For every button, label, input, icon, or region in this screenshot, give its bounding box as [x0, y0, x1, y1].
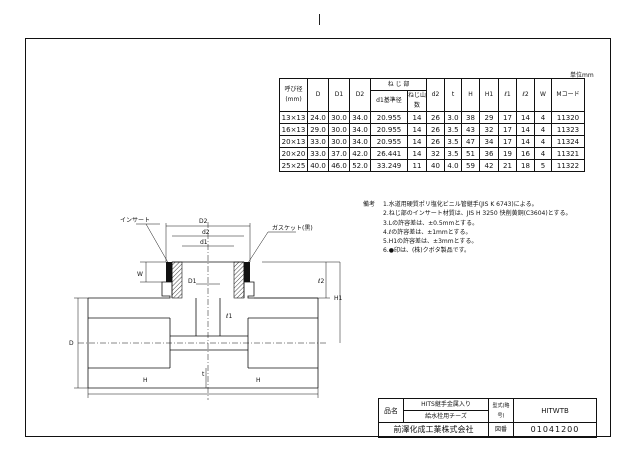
insert-label: インサート [120, 217, 150, 224]
table-cell: 11 [407, 159, 427, 172]
table-row: 20×13 33.0 30.0 34.0 20.955 14 26 3.5 47… [279, 135, 585, 148]
body-outline-left-top [88, 281, 172, 299]
title-block: 品名 HITS継手金属入り 型式(略号) HITWTB 給水栓用チーズ 前澤化成… [378, 398, 597, 438]
label-d1: d1 [200, 239, 208, 246]
table-row: 13×13 24.0 30.0 34.0 20.955 14 26 3.0 38… [279, 111, 585, 124]
notes-heading: 備考 [363, 201, 376, 208]
table-row: 25×25 40.0 46.0 52.0 33.249 11 40 4.0 59… [279, 159, 585, 172]
insert-left-section [171, 261, 183, 299]
insert-leader [145, 223, 171, 267]
header-code: Mコード [551, 78, 585, 112]
label-l2: ℓ2 [317, 278, 324, 285]
label-H1: H1 [334, 295, 343, 302]
label-t: t [202, 371, 205, 378]
label-W: W [137, 271, 143, 278]
gasket-right [244, 262, 250, 282]
notes-block: 備考 1.水道用硬質ポリ塩化ビニル管継手(JIS K 6743)による。 2.ね… [363, 200, 572, 256]
label-l1: ℓ1 [225, 313, 232, 320]
note-item: 6.●印は、(株)クボタ製品です。 [383, 247, 471, 255]
gasket-left [166, 262, 172, 282]
label-D2: D2 [199, 218, 208, 225]
body-outline-right-top [244, 281, 318, 299]
label-H-right: H [256, 377, 261, 384]
drawing-no: 01041200 [513, 422, 597, 438]
label-D1: D1 [188, 278, 197, 285]
insert-right-section [233, 261, 245, 299]
table-cell: 52.0 [349, 159, 371, 172]
company-name: 前澤化成工業株式会社 [378, 422, 489, 438]
model-value: HITWTB [513, 398, 597, 423]
label-D: D [69, 340, 74, 347]
unit-label: 単位mm [570, 72, 594, 79]
label-d2: d2 [202, 229, 210, 236]
table-cell: 46.0 [328, 159, 350, 172]
name-line2: 給水栓用チーズ [403, 410, 489, 423]
table-cell: 25×25 [279, 159, 308, 172]
dimension-table: 呼び径 (mm) D D1 D2 ね じ 部 d2 t H H1 ℓ1 ℓ2 W… [279, 78, 585, 172]
top-center-mark [319, 14, 320, 25]
gasket-leader [245, 231, 269, 267]
table-row: 20×20 33.0 37.0 42.0 26.441 14 32 3.5 51… [279, 147, 585, 160]
table-cell: 11322 [551, 159, 585, 172]
note-item: 1.水道用硬質ポリ塩化ビニル管継手(JIS K 6743)による。 [383, 201, 538, 208]
header-size: 呼び径 (mm) [279, 78, 308, 112]
gasket-label: ガスケット(黒) [272, 224, 313, 232]
drawing-no-label: 図番 [488, 422, 514, 438]
name-line1: HITS継手金属入り [403, 398, 489, 411]
drawing-frame [25, 38, 611, 437]
model-label: 型式(略号) [488, 398, 514, 423]
name-label: 品名 [378, 398, 404, 423]
note-item: 2.ねじ部のインサート材質は、JIS H 3250 快削黄銅(C3604)とする… [383, 210, 572, 218]
note-item: 3.Lの許容差は、±0.5mmとする。 [383, 219, 479, 227]
note-item: 4.ℓの許容差は、±1mmとする。 [383, 228, 472, 236]
note-item: 5.H1の許容差は、±3mmとする。 [383, 238, 478, 246]
label-H-left: H [143, 377, 148, 384]
